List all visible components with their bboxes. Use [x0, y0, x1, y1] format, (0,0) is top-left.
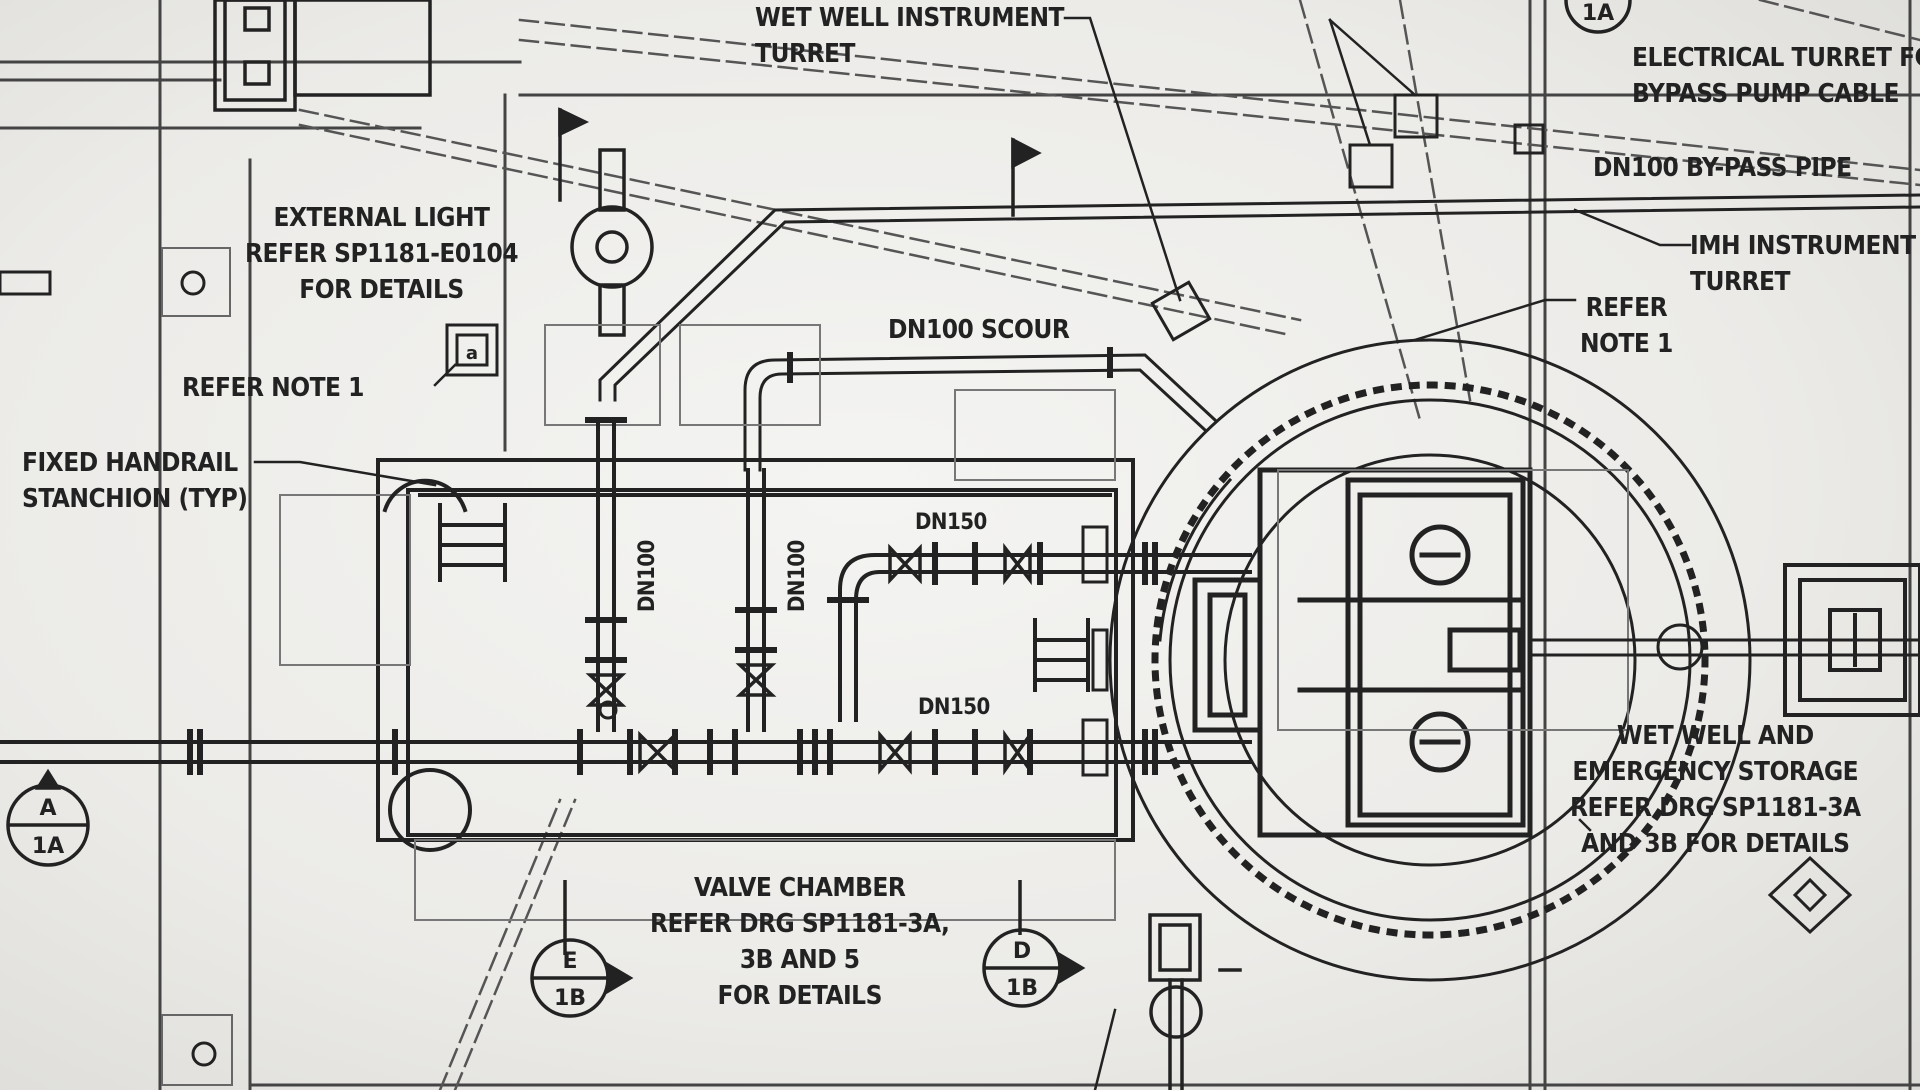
marker-a-letter: A — [39, 796, 56, 821]
dn150-upper-pipe — [838, 553, 1252, 764]
marker-d-sheet: 1B — [1006, 976, 1038, 1001]
label-bypass-pipe: DN100 BY-PASS PIPE — [1593, 153, 1852, 183]
label-electrical-turret: ELECTRICAL TURRET FC BYPASS PUMP CABLE — [1632, 43, 1920, 109]
gate-valves — [585, 542, 1032, 776]
light-tag: a — [466, 343, 478, 364]
upper-left-structure — [213, 0, 432, 112]
label-dn100-scour: DN100 SCOUR — [888, 315, 1070, 345]
right-equipment — [1767, 563, 1920, 935]
pipe-flanges — [187, 347, 1158, 775]
label-fixed-handrail: FIXED HANDRAIL STANCHION (TYP) — [22, 448, 248, 514]
label-valve-chamber: VALVE CHAMBER REFER DRG SP1181-3A, 3B AN… — [650, 873, 950, 1011]
label-wet-well-turret: WET WELL INSTRUMENT TURRET — [755, 3, 1065, 69]
marker-d-letter: D — [1013, 939, 1031, 964]
section-marker-d — [982, 880, 1086, 1008]
bypass-pipe — [598, 193, 1920, 402]
section-marker-e — [530, 880, 634, 1018]
imh-chamber — [1192, 467, 1533, 838]
label-imh-turret: IMH INSTRUMENT TURRET — [1690, 231, 1916, 297]
dn100-risers — [596, 418, 766, 732]
light-fitting-left — [558, 107, 654, 337]
label-dn150-bottom: DN150 — [918, 695, 990, 720]
marker-a-sheet: 1A — [32, 834, 64, 859]
flag-marker — [1011, 137, 1042, 217]
label-external-light: EXTERNAL LIGHT REFER SP1181-E0104 FOR DE… — [245, 203, 519, 305]
wet-well — [1108, 338, 1752, 982]
label-dn150-top: DN150 — [915, 510, 987, 535]
label-dn100-b: DN100 — [785, 540, 810, 612]
label-refer-note-right: REFER NOTE 1 — [1580, 293, 1673, 359]
marker-e-letter: E — [562, 949, 577, 974]
marker-top-sheet: 1A — [1582, 1, 1614, 26]
marker-e-sheet: 1B — [554, 986, 586, 1011]
label-leaders — [253, 16, 1692, 1090]
label-refer-note-left: REFER NOTE 1 — [182, 373, 364, 403]
label-dn100-a: DN100 — [635, 540, 660, 612]
label-wet-well-storage: WET WELL AND EMERGENCY STORAGE REFER DRG… — [1570, 721, 1861, 859]
section-marker-1a-top — [1564, 0, 1632, 34]
light-pole-bottom — [1148, 913, 1242, 1090]
section-marker-a — [6, 768, 90, 867]
dashed-services — [298, 0, 1920, 1090]
scour-pipe — [743, 353, 1218, 472]
main-pipe — [0, 740, 1182, 764]
handrail-ladder — [382, 478, 1090, 852]
